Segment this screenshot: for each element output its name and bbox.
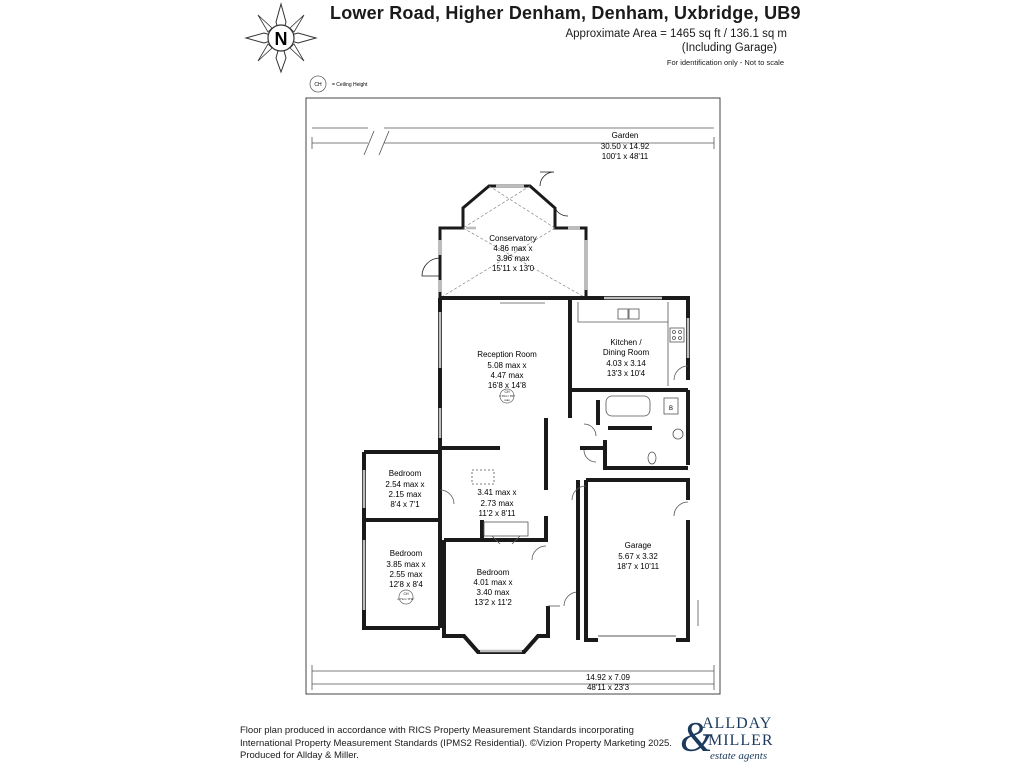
allday-miller-logo: & ALLDAY MILLER estate agents: [680, 713, 790, 765]
hall-dim-2: 2.73 max: [481, 499, 514, 508]
reception-dim-1: 5.08 max x: [487, 361, 526, 370]
logo-ampersand: &: [680, 715, 713, 761]
footer-line-2: International Property Measurement Stand…: [240, 737, 672, 749]
reception-ch-max: max: [504, 398, 510, 402]
garden-imperial: 100'1 x 48'11: [602, 152, 649, 161]
bedroom-2-dim-1: 3.85 max x: [386, 560, 425, 569]
ceiling-height-legend-icon: [309, 75, 327, 93]
bedroom-1-dim-3: 8'4 x 7'1: [390, 500, 420, 509]
bedroom-1-dim-2: 2.15 max: [389, 490, 422, 499]
bedroom-2-dim-2: 2.55 max: [390, 570, 423, 579]
hall-dim-3: 11'2 x 8'11: [478, 509, 516, 518]
garage-dim-2: 18'7 x 10'11: [617, 562, 660, 571]
area-summary: Approximate Area = 1465 sq ft / 136.1 sq…: [565, 27, 787, 55]
bedroom-3-dim-1: 4.01 max x: [473, 578, 512, 587]
footer-disclaimer: Floor plan produced in accordance with R…: [240, 725, 680, 763]
kitchen-walls: [570, 296, 690, 465]
legend-symbol: CH: [314, 82, 322, 88]
conservatory-label: Conservatory: [489, 234, 537, 243]
bedroom-2-ch: CH: [403, 592, 409, 596]
garage-side-doors: [571, 485, 699, 626]
reception-dim-3: 16'8 x 14'8: [488, 381, 527, 390]
reception-dim-2: 4.47 max: [491, 371, 524, 380]
compass-rose-icon: [244, 2, 318, 74]
bedroom-2-ceiling-height-icon: [398, 589, 414, 605]
kitchen-dim-1: 4.03 x 3.14: [606, 359, 646, 368]
overall-metric: 14.92 x 7.09: [586, 673, 631, 682]
bedroom-3-dim-3: 13'2 x 11'2: [474, 598, 512, 607]
front-door: [548, 591, 579, 607]
conservatory-dim-3: 15'11 x 13'0: [492, 264, 535, 273]
bedroom-2-dim-3: 12'8 x 8'4: [389, 580, 423, 589]
bedroom-1-door: [439, 489, 455, 505]
reception-ch: CH: [504, 390, 510, 394]
bedroom-2-ch-value: 2.71m / 8'11": [397, 597, 414, 601]
area-text: Approximate Area = 1465 sq ft / 136.1 sq…: [565, 28, 787, 40]
garden-dimension-line: [311, 127, 715, 156]
scale-disclaimer: For identification only - Not to scale: [666, 58, 784, 67]
boiler-label: B: [669, 406, 673, 412]
reception-ch-value: 2.76m / 9'0": [499, 394, 515, 398]
garage-walls: [584, 478, 690, 642]
bedroom-1-label: Bedroom: [389, 469, 422, 478]
kitchen-label-2: Dining Room: [603, 348, 650, 357]
plot-boundary: [305, 97, 721, 695]
kitchen-windows: [604, 296, 690, 358]
garden-label: Garden: [612, 131, 639, 140]
conservatory-dim-1: 4.86 max x: [493, 244, 532, 253]
bedroom-3-dim-2: 3.40 max: [477, 588, 510, 597]
reception-room-label: Reception Room: [477, 350, 537, 359]
hall-skylight: [471, 469, 495, 485]
hall-walls: [544, 452, 580, 640]
compass-letter: N: [275, 29, 288, 49]
logo-line-2: MILLER: [708, 732, 774, 749]
bedroom-3-label: Bedroom: [477, 568, 510, 577]
conservatory-windows: [438, 184, 588, 292]
bedroom-1-dim-1: 2.54 max x: [385, 480, 424, 489]
conservatory-doors: [421, 171, 569, 277]
logo-line-3: estate agents: [710, 750, 768, 762]
footer-line-3: Produced for Allday & Miller.: [240, 750, 359, 761]
kitchen-label: Kitchen /: [610, 338, 642, 347]
garden-metric: 30.50 x 14.92: [601, 142, 650, 151]
logo-line-1: ALLDAY: [702, 715, 773, 732]
reception-ceiling-height-icon: [499, 388, 515, 404]
bathroom-fittings: [583, 395, 684, 465]
kitchen-dim-2: 13'3 x 10'4: [607, 369, 646, 378]
garage-dim-1: 5.67 x 3.32: [618, 552, 658, 561]
bedroom-3-wardrobe: [483, 521, 547, 561]
overall-dimension-line: [311, 665, 715, 690]
hall-dim-1: 3.41 max x: [477, 488, 516, 497]
kitchen-fittings: [577, 302, 689, 386]
bedroom-2-label: Bedroom: [390, 549, 423, 558]
legend-label: = Ceiling Height: [332, 82, 368, 88]
garage-label: Garage: [625, 541, 652, 550]
property-address-title: Lower Road, Higher Denham, Denham, Uxbri…: [330, 3, 801, 23]
bathroom-walls: [568, 390, 688, 470]
overall-imperial: 48'11 x 23'3: [587, 683, 630, 692]
conservatory-dim-2: 3.96 max: [497, 254, 530, 263]
area-including-garage: (Including Garage): [681, 42, 777, 54]
footer-line-1: Floor plan produced in accordance with R…: [240, 725, 634, 736]
